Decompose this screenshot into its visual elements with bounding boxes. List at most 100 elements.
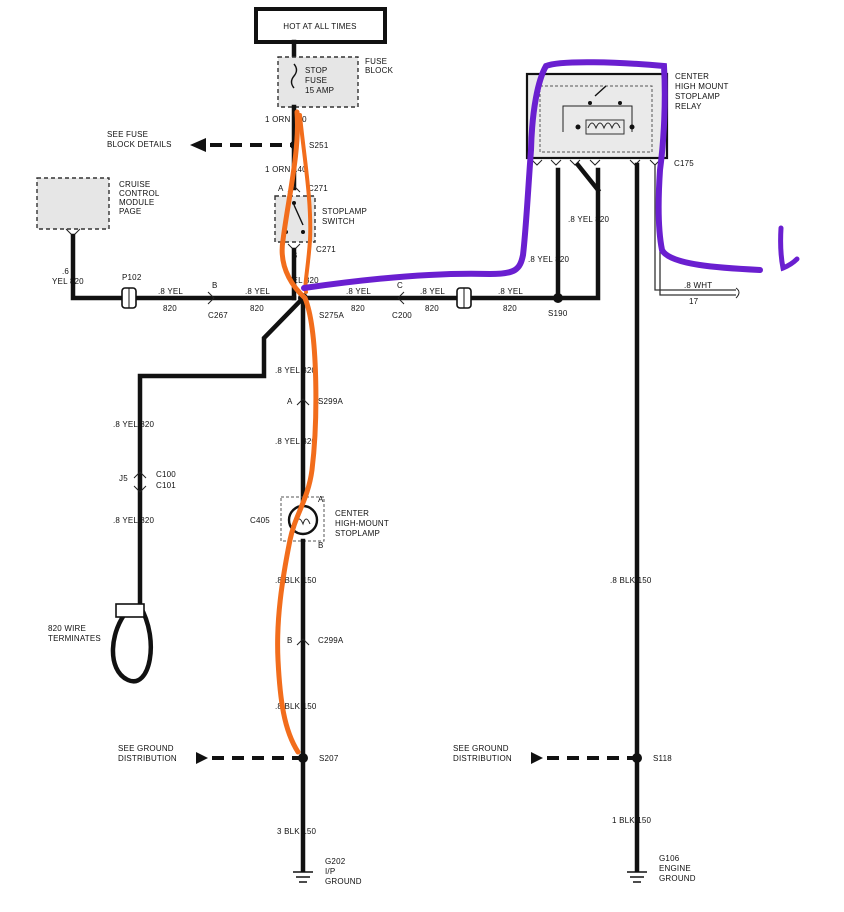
relay-connector-c175 — [531, 159, 661, 166]
wire-terminate-cap — [115, 603, 145, 618]
relay-coil-box — [585, 119, 625, 135]
wire-label-ground-2: .8 BLK 150 — [275, 702, 317, 711]
pin-b-lamp: B — [318, 541, 324, 550]
pin-b-c299a: B — [287, 636, 293, 645]
terminate-label-1: 820 WIRE — [48, 624, 86, 633]
wire-label-right-bus-3: .8 YEL — [498, 287, 523, 296]
hot-at-all-times-label: HOT AT ALL TIMES — [283, 22, 356, 31]
cruise-label-3: MODULE — [119, 198, 154, 207]
label-s118: S118 — [653, 754, 672, 763]
cruise-control-module-box — [36, 177, 110, 230]
wire-right-bus — [300, 167, 601, 301]
label-c101: C101 — [156, 481, 176, 490]
label-s299a: S299A — [318, 397, 343, 406]
wire-label-ground-main: 3 BLK 150 — [277, 827, 317, 836]
pin-a-s299a: A — [287, 397, 293, 406]
cruise-label-4: PAGE — [119, 207, 141, 216]
g202-label-1: G202 — [325, 857, 346, 866]
label-c100: C100 — [156, 470, 176, 479]
g106-label-2: ENGINE — [659, 864, 691, 873]
connector-c267 — [207, 291, 215, 305]
purple-trace-annotation — [301, 59, 763, 291]
relay-box — [525, 72, 669, 160]
label-c405: C405 — [250, 516, 270, 525]
label-s190: S190 — [548, 309, 568, 318]
wire-label-relay-ground-main: 1 BLK 150 — [612, 816, 652, 825]
switch-label-1: STOPLAMP — [322, 207, 367, 216]
arrow-right-icon-l — [196, 752, 208, 764]
wire-left-drop — [137, 294, 307, 613]
gnd-dist-l-1: SEE GROUND — [118, 744, 174, 753]
wire-label-ground-1: .8 BLK 150 — [275, 576, 317, 585]
label-c271-top: C271 — [308, 184, 328, 193]
cruise-label-1: CRUISE — [119, 180, 150, 189]
see-fuse-label-1: SEE FUSE — [107, 130, 148, 139]
relay-diode-dot-left — [575, 124, 581, 130]
switch-contact-right — [301, 230, 305, 234]
switch-label-2: SWITCH — [322, 217, 355, 226]
wire-label-right-bus-3b: 820 — [503, 304, 517, 313]
arrow-right-icon-r — [531, 752, 543, 764]
relay-label-2: HIGH MOUNT — [675, 82, 729, 91]
label-s207: S207 — [319, 754, 339, 763]
fuse-block-label-1: FUSE — [365, 57, 387, 66]
switch-contact-top — [292, 201, 296, 205]
splice-s207 — [298, 753, 308, 763]
relay-inner-box — [539, 85, 653, 153]
label-c271-bottom: C271 — [316, 245, 336, 254]
connector-s299a — [296, 398, 310, 406]
wire-terminate-loop — [110, 602, 154, 684]
wire-label-cruise-b: YEL 820 — [52, 277, 84, 286]
pin-c-c200: C — [397, 281, 403, 290]
wire-label-relay-feed-1: .8 YEL 820 — [568, 215, 609, 224]
wire-label-right-bus-2: .8 YEL — [420, 287, 445, 296]
gnd-dist-l-2: DISTRIBUTION — [118, 754, 177, 763]
label-c200: C200 — [392, 311, 412, 320]
pin-b-c267: B — [212, 281, 218, 290]
wire-label-relay-wht-b: 17 — [689, 297, 699, 306]
lamp-label-1: CENTER — [335, 509, 369, 518]
label-s275a: S275A — [319, 311, 344, 320]
label-c175: C175 — [674, 159, 694, 168]
connector-c100-c101 — [133, 471, 147, 493]
connector-c200 — [397, 291, 405, 305]
lamp-label-2: HIGH-MOUNT — [335, 519, 389, 528]
fuse-icon — [290, 63, 298, 89]
gnd-dist-r-2: DISTRIBUTION — [453, 754, 512, 763]
relay-label-1: CENTER — [675, 72, 709, 81]
purple-mark-annotation — [778, 225, 800, 272]
orange-trace-annotation-2 — [298, 113, 313, 294]
pin-a-c271: A — [278, 184, 284, 193]
wire-label-relay-ground: .8 BLK 150 — [610, 576, 652, 585]
wire-label-fuse-out: 1 ORN 140 — [265, 115, 307, 124]
label-c299a: C299A — [318, 636, 344, 645]
wire-label-switch-in: 1 ORN 140 — [265, 165, 307, 174]
g202-label-3: GROUND — [325, 877, 362, 886]
wht-wire-end — [735, 287, 740, 299]
relay-contact-1 — [588, 101, 592, 105]
wire-relay-wht-b — [659, 165, 736, 296]
relay-diode-dot-right — [629, 124, 635, 130]
arrow-left-icon — [190, 138, 206, 152]
wire-label-left-bus-2: .8 YEL — [245, 287, 270, 296]
wire-label-left-drop-1: .8 YEL 820 — [113, 420, 154, 429]
fuse-block-label-2: BLOCK — [365, 66, 394, 75]
fuse-label-3: 15 AMP — [305, 86, 334, 95]
switch-blade — [293, 204, 304, 226]
relay-coil-frame — [562, 105, 633, 132]
label-p102: P102 — [122, 273, 142, 282]
fuse-label-1: STOP — [305, 66, 327, 75]
wire-cruise-to-bus — [70, 233, 297, 301]
g106-label-1: G106 — [659, 854, 680, 863]
see-fuse-label-2: BLOCK DETAILS — [107, 140, 172, 149]
terminate-label-2: TERMINATES — [48, 634, 101, 643]
relay-label-3: STOPLAMP — [675, 92, 720, 101]
connector-c299a — [296, 638, 310, 646]
wire-label-left-drop-2: .8 YEL 820 — [113, 516, 154, 525]
wire-relay-wht-a — [654, 165, 736, 291]
wire-label-left-bus-1b: 820 — [163, 304, 177, 313]
cruise-label-2: CONTROL — [119, 189, 160, 198]
lamp-label-3: STOPLAMP — [335, 529, 380, 538]
